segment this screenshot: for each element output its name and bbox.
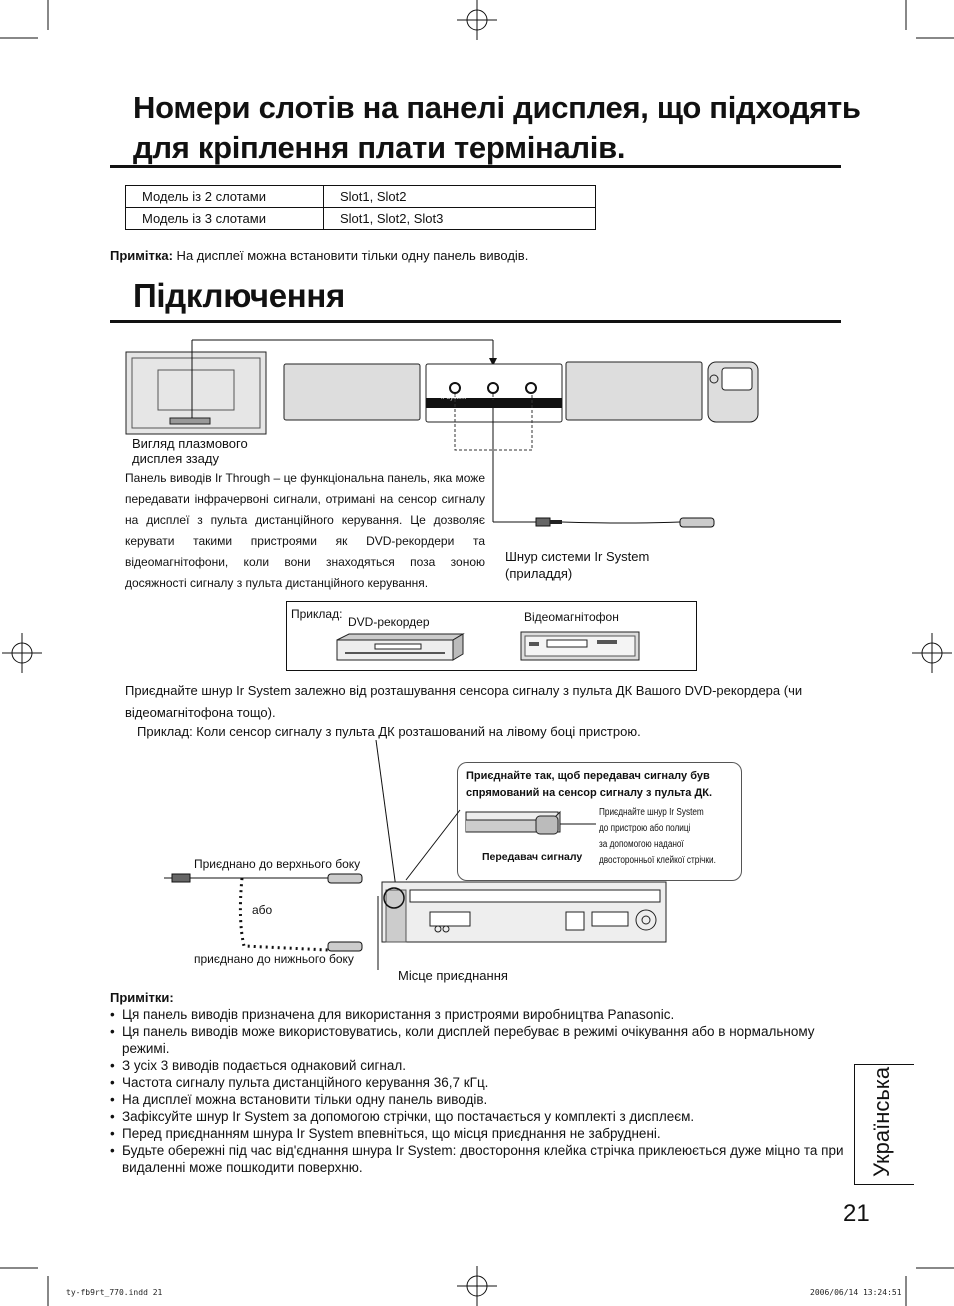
- table-cell: Модель із 2 слотами: [125, 185, 324, 208]
- cable-caption-line-2: (приладдя): [505, 566, 573, 581]
- footer-date: 2006/06/14 13:24:51: [810, 1288, 902, 1297]
- example-box: Приклад: DVD-рекордер Відеомагнітофон: [286, 601, 697, 671]
- example-text: Приклад: Коли сенсор сигналу з пульта ДК…: [137, 724, 641, 739]
- callout-title-line-2: спрямований на сенсор сигналу з пульта Д…: [466, 787, 713, 799]
- side-line-1: Приєднайте шнур Ir System: [599, 807, 704, 818]
- table-cell: Slot1, Slot2, Slot3: [323, 207, 596, 230]
- example-label: Приклад:: [291, 607, 343, 621]
- footer-file: ty-fb9rt_770.indd 21: [66, 1288, 163, 1297]
- dvd-label: DVD-рекордер: [348, 615, 430, 629]
- list-item: Перед приєднанням шнура Ir System впевні…: [110, 1125, 845, 1142]
- title-line-2: для кріплення плати терміналів.: [133, 130, 626, 165]
- page-number: 21: [843, 1200, 870, 1227]
- section-title-connection: Підключення: [133, 277, 345, 314]
- language-tab-label: Українська: [869, 1066, 894, 1177]
- slot-table: Модель із 2 слотами Slot1, Slot2 Модель …: [125, 185, 596, 230]
- ir-panel-label: Ir System: [441, 395, 467, 401]
- connect-instructions: Приєднайте шнур Ir System залежно від ро…: [125, 683, 803, 720]
- notes-list: Ця панель виводів призначена для викорис…: [110, 1006, 845, 1176]
- list-item: Зафіксуйте шнур Ir System за допомогою с…: [110, 1108, 845, 1125]
- title-rule: [110, 165, 841, 168]
- language-tab: Українська: [854, 1064, 914, 1185]
- note: Примітка: На дисплеї можна встановити ті…: [110, 248, 528, 263]
- dvd-recorder-icon: [336, 633, 465, 661]
- rear-caption-line-2: дисплея ззаду: [132, 451, 219, 466]
- terminal-panel-diagram: [125, 339, 759, 528]
- note-label: Примітка:: [110, 248, 173, 263]
- list-item: Ця панель виводів може використовуватись…: [110, 1023, 845, 1057]
- table-cell: Модель із 3 слотами: [125, 207, 324, 230]
- rear-caption-line-1: Вигляд плазмового: [132, 436, 248, 451]
- note-text: На дисплеї можна встановити тільки одну …: [172, 248, 529, 263]
- list-item: На дисплеї можна встановити тільки одну …: [110, 1091, 845, 1108]
- vcr-icon: [520, 631, 640, 661]
- title-line-1: Номери слотів на панелі дисплея, що підх…: [133, 90, 861, 125]
- section-rule: [110, 320, 841, 323]
- side-line-4: двосторонньої клейкої стрічки.: [599, 855, 716, 866]
- vcr-label: Відеомагнітофон: [524, 610, 619, 624]
- cable-caption: Шнур системи Ir System (приладдя): [505, 548, 649, 582]
- display-rear-illustration: [125, 339, 497, 435]
- callout-box: [457, 762, 742, 881]
- side-line-3: за допомогою наданої: [599, 839, 684, 850]
- or-label: або: [252, 903, 273, 917]
- transmitter-label: Передавач сигналу: [482, 851, 583, 863]
- rear-view-caption: Вигляд плазмового дисплея ззаду: [132, 436, 248, 466]
- callout-title: Приєднайте так, щоб передавач сигналу бу…: [466, 768, 712, 802]
- table-row: Модель із 3 слотами Slot1, Slot2, Slot3: [125, 207, 596, 230]
- callout-title-line-1: Приєднайте так, щоб передавач сигналу бу…: [466, 770, 710, 782]
- list-item: Будьте обережні під час від'єднання шнур…: [110, 1142, 845, 1176]
- table-row: Модель із 2 слотами Slot1, Slot2: [125, 185, 596, 208]
- panel-description: Панель виводів Ir Through – це функціона…: [125, 471, 485, 590]
- list-item: Частота сигналу пульта дистанційного кер…: [110, 1074, 845, 1091]
- table-cell: Slot1, Slot2: [323, 185, 596, 208]
- attach-top-label: Приєднано до верхнього боку: [194, 857, 361, 871]
- attach-bottom-label: приєднано до нижнього боку: [194, 952, 354, 966]
- list-item: Ця панель виводів призначена для викорис…: [110, 1006, 845, 1023]
- attachment-diagram: [164, 740, 667, 970]
- notes-title: Примітки:: [110, 990, 174, 1005]
- list-item: З усіх 3 виводів подається однаковий сиг…: [110, 1057, 845, 1074]
- cable-caption-line-1: Шнур системи Ir System: [505, 549, 650, 564]
- section-title: Номери слотів на панелі дисплея, що підх…: [133, 88, 861, 168]
- side-instructions: Приєднайте шнур Ir System до пристрою аб…: [599, 805, 716, 869]
- attach-place-label: Місце приєднання: [398, 968, 508, 983]
- side-line-2: до пристрою або полиці: [599, 823, 691, 834]
